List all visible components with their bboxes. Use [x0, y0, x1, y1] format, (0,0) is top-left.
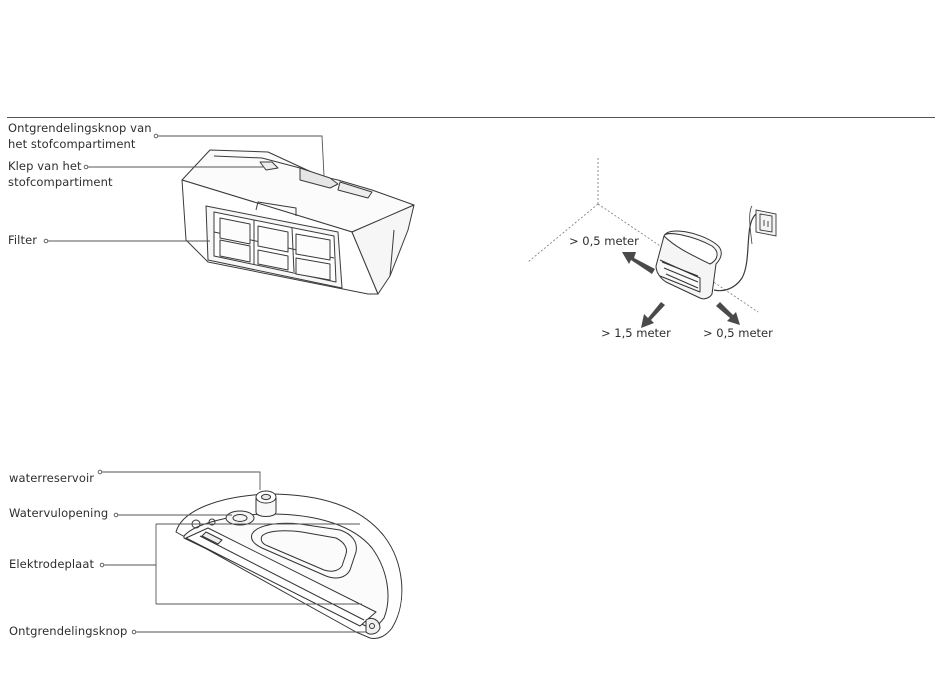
label-release-button-water-tank: Ontgrendelingsknop — [9, 623, 127, 639]
label-water-fill-opening: Watervulopening — [9, 505, 108, 521]
label-water-reservoir: waterreservoir — [9, 470, 94, 486]
label-electrode-plate: Elektrodeplaat — [9, 556, 94, 572]
